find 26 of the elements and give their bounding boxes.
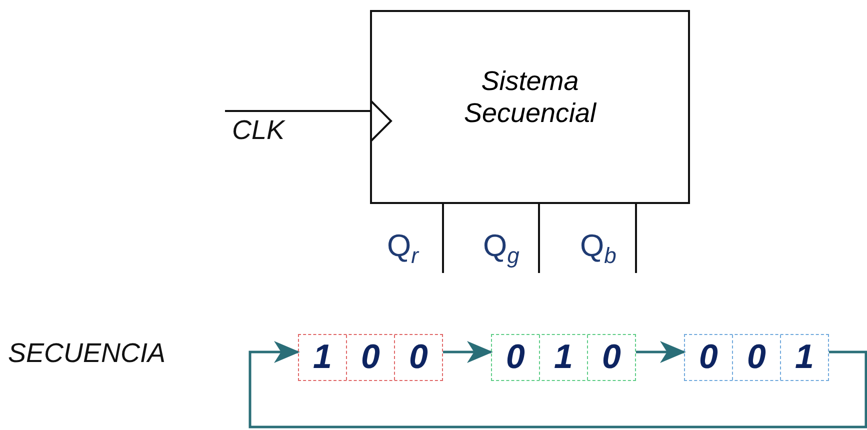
bit-cell: 0 — [732, 335, 780, 380]
signal-line — [442, 204, 444, 273]
bit-cell: 1 — [780, 335, 828, 380]
bit-cell: 0 — [492, 335, 539, 380]
signal-line — [225, 110, 370, 112]
arrow — [636, 341, 686, 363]
system-block — [370, 10, 690, 204]
signal-label: CLK — [232, 115, 285, 146]
arrow — [248, 341, 867, 428]
bit-cell: 0 — [394, 335, 442, 380]
bit-cell: 1 — [299, 335, 346, 380]
dashed-group-box — [684, 334, 829, 381]
output-label: Q$_{r}$ — [387, 228, 418, 270]
output-label: Q$_{g}$ — [483, 228, 520, 270]
signal-line — [538, 204, 540, 273]
sequence-label: SECUENCIA — [8, 338, 166, 369]
block-title: Sistema Secuencial — [462, 64, 598, 130]
dashed-group-box — [298, 334, 443, 381]
bit-cell: 1 — [539, 335, 587, 380]
bit-cell: 0 — [587, 335, 635, 380]
bit-cell: 0 — [346, 335, 394, 380]
output-label: Q$_{b}$ — [580, 228, 616, 270]
bit-cell: 0 — [685, 335, 732, 380]
arrow — [443, 341, 493, 363]
signal-line — [635, 204, 637, 273]
dashed-group-box — [491, 334, 636, 381]
